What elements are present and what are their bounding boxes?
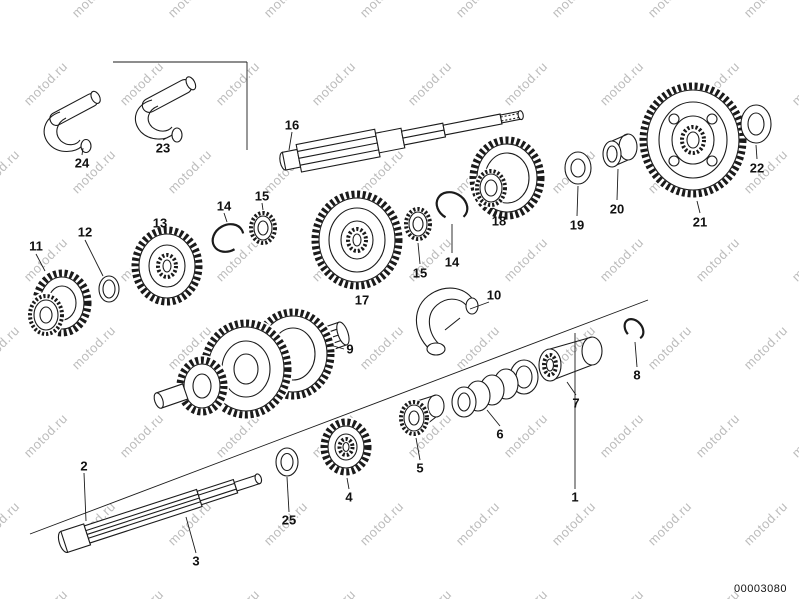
gear-11 (27, 268, 93, 338)
part-label-14: 14 (216, 198, 232, 214)
part-label-22: 22 (749, 160, 765, 176)
part-label-8: 8 (633, 367, 641, 383)
bushing-20 (602, 133, 638, 168)
part-label-25: 25 (281, 512, 297, 528)
part-label-12: 12 (77, 224, 93, 240)
part-label-5: 5 (416, 460, 424, 476)
circlip-8 (623, 318, 645, 340)
part-label-3: 3 (192, 553, 200, 569)
part-label-1: 1 (571, 489, 579, 505)
part-label-15: 15 (254, 188, 270, 204)
cluster-gear-9 (153, 307, 350, 420)
shift-fork-24 (43, 90, 101, 154)
gear-4 (319, 417, 373, 477)
construction-lines (29, 61, 649, 535)
leader-lines (35, 131, 758, 554)
part-label-13: 13 (152, 215, 168, 231)
part-label-16: 16 (284, 117, 300, 133)
part-label-23: 23 (155, 140, 171, 156)
part-label-24: 24 (74, 155, 90, 171)
doc-number: 00003080 (734, 583, 787, 595)
gear-17 (310, 189, 404, 291)
part-label-7: 7 (572, 395, 580, 411)
splined-washer-15-left (248, 210, 278, 246)
washer-19 (564, 151, 592, 185)
gear-18 (468, 135, 546, 221)
part-label-15: 15 (412, 265, 428, 281)
part-label-20: 20 (609, 201, 625, 217)
gear-21 (638, 81, 748, 199)
part-label-19: 19 (569, 217, 585, 233)
splined-washer-15-right (403, 206, 433, 242)
input-shaft-16 (279, 110, 524, 173)
part-label-6: 6 (496, 426, 504, 442)
circlip-14-right (435, 191, 469, 221)
washer-25 (275, 447, 299, 477)
part-label-10: 10 (486, 287, 502, 303)
circlip-14-left (211, 223, 245, 253)
part-label-17: 17 (354, 292, 370, 308)
shift-fork-10 (415, 287, 479, 356)
part-label-11: 11 (29, 238, 43, 254)
part-label-14: 14 (444, 254, 460, 270)
part-label-9: 9 (346, 341, 354, 357)
part-label-2: 2 (80, 458, 88, 474)
lock-collar-5 (398, 394, 445, 437)
part-label-21: 21 (692, 214, 708, 230)
gear-13 (130, 225, 204, 307)
spring-washer-stack-6 (451, 359, 539, 418)
part-label-4: 4 (345, 489, 353, 505)
washer-22 (740, 104, 772, 144)
part-label-18: 18 (491, 213, 507, 229)
sleeve-7 (538, 336, 603, 382)
output-shaft-3 (57, 473, 263, 554)
shift-fork-23 (134, 76, 197, 143)
o-ring-12 (98, 275, 120, 303)
